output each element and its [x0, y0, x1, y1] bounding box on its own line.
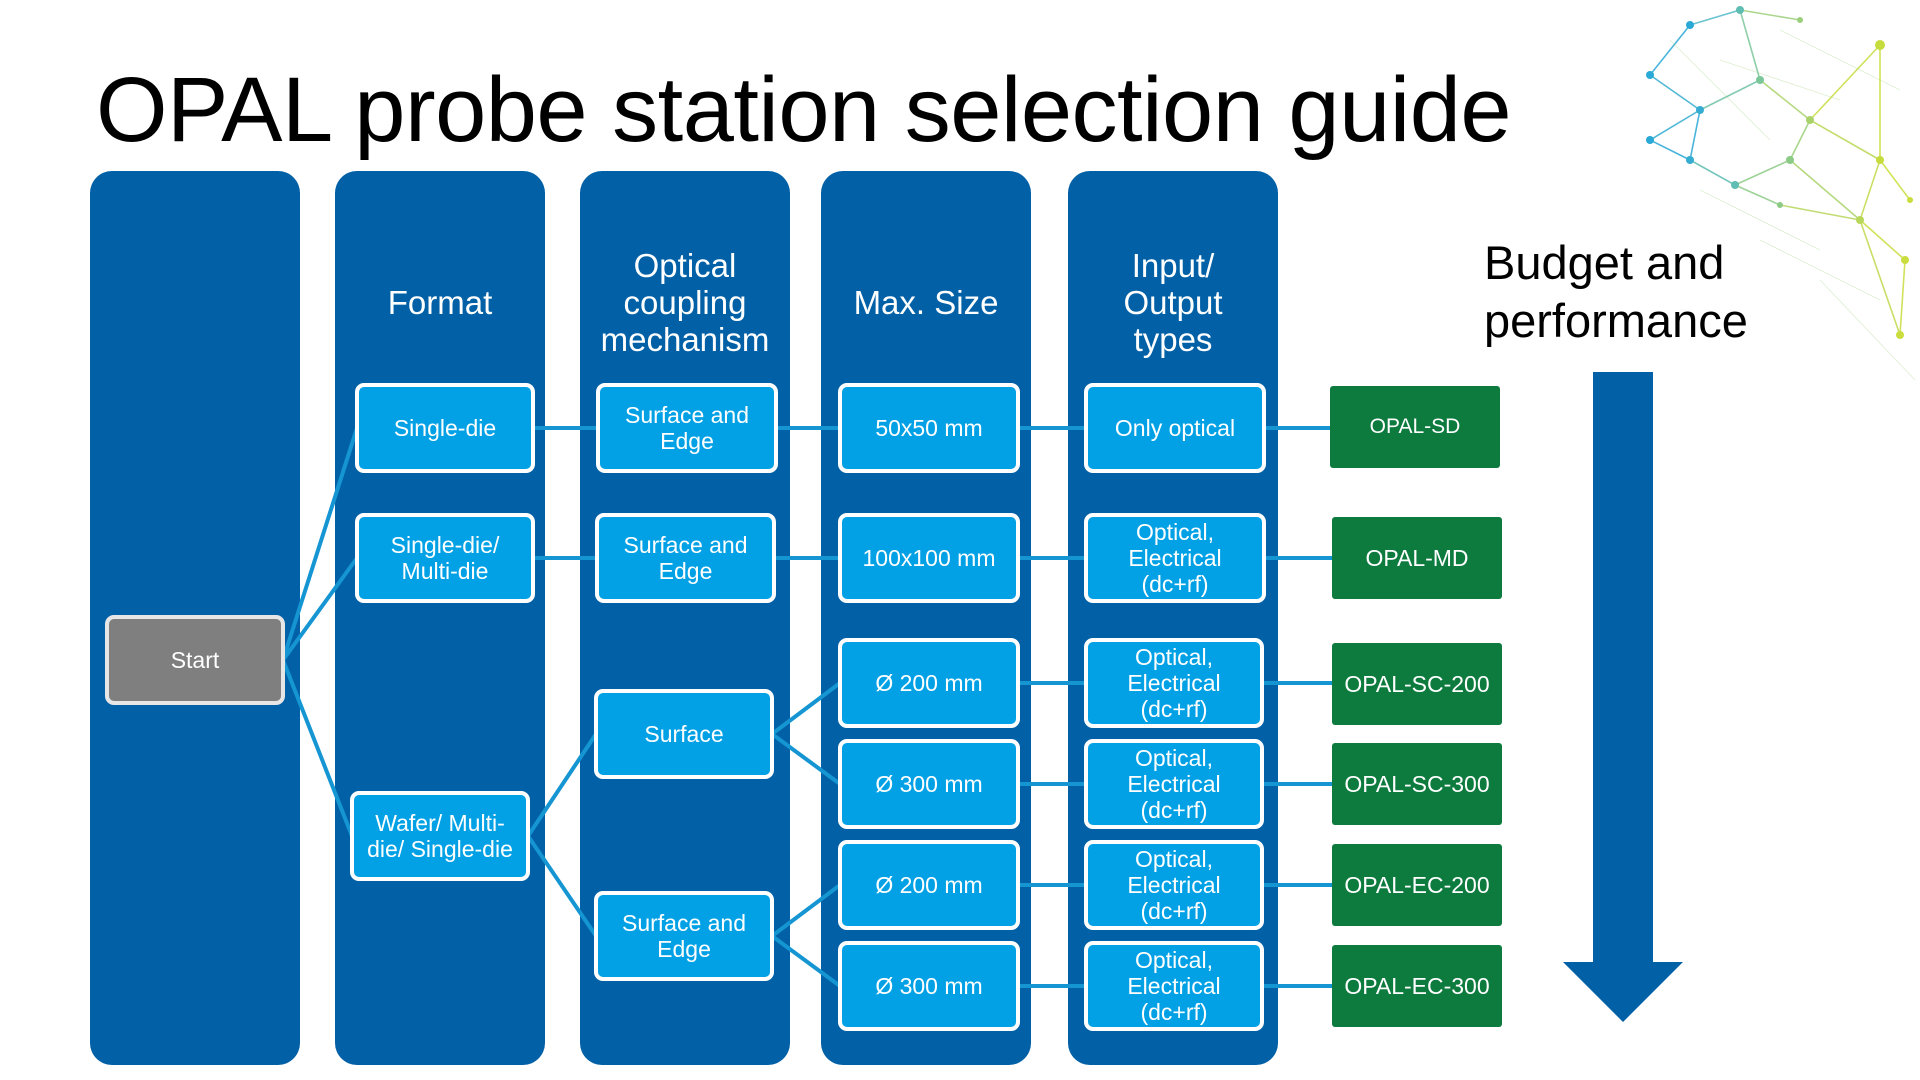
- result-label: OPAL-EC-300: [1344, 972, 1490, 999]
- result-label: OPAL-EC-200: [1344, 871, 1490, 898]
- size-node-100x100: 100x100 mm: [838, 513, 1020, 603]
- connector-line: [770, 681, 842, 736]
- node-label-line: Surface and: [621, 910, 747, 936]
- result-label: OPAL-SC-200: [1344, 670, 1490, 697]
- result-opal-sc-200: OPAL-SC-200: [1332, 643, 1502, 725]
- connector-line: [281, 556, 359, 662]
- node-label-line: Wafer/ Multi-: [375, 810, 505, 836]
- node-label-line: Electrical: [1127, 872, 1221, 898]
- format-node-single-multi-die: Single-die/Multi-die: [355, 513, 535, 603]
- io-node-optical-electrical-2: Optical,Electrical(dc+rf): [1084, 638, 1264, 728]
- connector-line: [526, 732, 598, 838]
- node-label-line: Surface: [644, 721, 724, 747]
- start-node: Start: [105, 615, 285, 705]
- node-label-line: Ø 300 mm: [875, 973, 983, 999]
- column-header-coupling: Optical coupling mechanism: [580, 247, 790, 358]
- io-node-only-optical: Only optical: [1084, 383, 1266, 473]
- connector-line: [770, 883, 842, 938]
- column-header-line: Output: [1123, 284, 1223, 321]
- column-header-line: coupling: [623, 284, 747, 321]
- result-opal-ec-300: OPAL-EC-300: [1332, 945, 1502, 1027]
- node-label-line: Edge: [657, 936, 711, 962]
- node-label-line: Edge: [660, 428, 714, 454]
- result-opal-sd: OPAL-SD: [1330, 386, 1500, 468]
- result-opal-md: OPAL-MD: [1332, 517, 1502, 599]
- result-label: OPAL-SD: [1369, 415, 1461, 438]
- node-label-line: Optical,: [1135, 745, 1213, 771]
- result-label: OPAL-SC-300: [1344, 770, 1490, 797]
- node-label-line: (dc+rf): [1140, 797, 1208, 823]
- node-label-line: Edge: [658, 558, 713, 584]
- node-label-line: Electrical: [1128, 545, 1222, 571]
- column-header-line: Optical: [633, 247, 737, 284]
- node-label-line: (dc+rf): [1140, 898, 1208, 924]
- budget-label-line: Budget and: [1484, 236, 1725, 289]
- result-opal-ec-200: OPAL-EC-200: [1332, 844, 1502, 926]
- down-arrow-icon: [1563, 372, 1683, 1022]
- node-label-line: Ø 300 mm: [875, 771, 983, 797]
- node-label-line: Ø 200 mm: [875, 670, 983, 696]
- format-node-wafer: Wafer/ Multi-die/ Single-die: [350, 791, 530, 881]
- start-label: Start: [170, 647, 220, 673]
- column-format: Format: [335, 171, 545, 1065]
- connector-line: [770, 732, 842, 786]
- node-label-line: 100x100 mm: [862, 545, 996, 571]
- node-label-line: Only optical: [1114, 415, 1236, 441]
- node-label-line: Surface and: [624, 402, 750, 428]
- column-header-line: Max. Size: [853, 284, 999, 321]
- size-node-200-edge: Ø 200 mm: [838, 840, 1020, 930]
- node-label-line: die/ Single-die: [367, 836, 513, 862]
- io-node-optical-electrical-5: Optical,Electrical(dc+rf): [1084, 941, 1264, 1031]
- size-node-200-surface: Ø 200 mm: [838, 638, 1020, 728]
- node-label-line: Single-die/: [390, 532, 500, 558]
- connector-line: [770, 934, 842, 988]
- node-label-line: Optical,: [1135, 846, 1213, 872]
- node-label-line: Electrical: [1127, 973, 1221, 999]
- node-label-line: Electrical: [1127, 670, 1221, 696]
- coupling-node-surface: Surface: [594, 689, 774, 779]
- column-header-line: Input/: [1131, 247, 1215, 284]
- column-header-line: types: [1133, 321, 1213, 358]
- node-label-line: Multi-die: [401, 558, 489, 584]
- node-label-line: (dc+rf): [1140, 999, 1208, 1025]
- connector-line: [281, 659, 354, 837]
- node-label-line: Ø 200 mm: [875, 872, 983, 898]
- size-node-300-edge: Ø 300 mm: [838, 941, 1020, 1031]
- node-label-line: Surface and: [623, 532, 748, 558]
- io-node-optical-electrical-4: Optical,Electrical(dc+rf): [1084, 840, 1264, 930]
- node-label-line: Optical,: [1135, 947, 1213, 973]
- column-header-max-size: Max. Size: [821, 284, 1031, 321]
- connector-line: [526, 834, 598, 938]
- result-opal-sc-300: OPAL-SC-300: [1332, 743, 1502, 825]
- node-label-line: 50x50 mm: [875, 415, 983, 441]
- node-label-line: Optical,: [1136, 519, 1214, 545]
- size-node-50x50: 50x50 mm: [838, 383, 1020, 473]
- column-header-line: mechanism: [600, 321, 770, 358]
- connector-line: [281, 427, 359, 661]
- column-header-io-types: Input/ Output types: [1068, 247, 1278, 358]
- io-node-optical-electrical-1: Optical,Electrical(dc+rf): [1084, 513, 1266, 603]
- node-label-line: (dc+rf): [1141, 571, 1209, 597]
- node-label-line: Single-die: [393, 415, 497, 441]
- page-title: OPAL probe station selection guide: [96, 59, 1512, 161]
- io-node-optical-electrical-3: Optical,Electrical(dc+rf): [1084, 739, 1264, 829]
- size-node-300-surface: Ø 300 mm: [838, 739, 1020, 829]
- node-label-line: Optical,: [1135, 644, 1213, 670]
- budget-performance-label: Budget and performance: [1484, 234, 1748, 350]
- result-label: OPAL-MD: [1365, 544, 1469, 571]
- column-header-line: Format: [387, 284, 493, 321]
- format-node-single-die: Single-die: [355, 383, 535, 473]
- node-label-line: (dc+rf): [1140, 696, 1208, 722]
- node-label-line: Electrical: [1127, 771, 1221, 797]
- budget-label-line: performance: [1484, 294, 1748, 347]
- column-header-format: Format: [335, 284, 545, 321]
